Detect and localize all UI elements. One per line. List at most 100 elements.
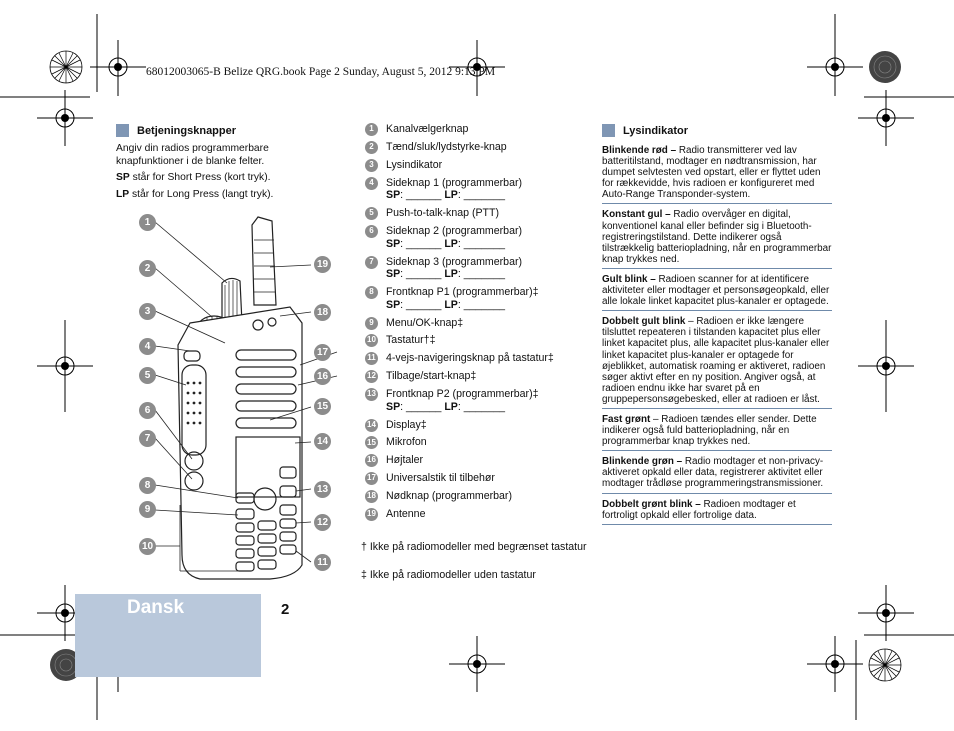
legend-label: Lysindikator (386, 158, 443, 171)
legend-item: 10 Tastatur†‡ (365, 334, 600, 348)
legend-item: 14 Display‡ (365, 418, 600, 432)
legend-number: 19 (365, 508, 378, 521)
radio-illustration (154, 216, 338, 580)
legend-number: 5 (365, 207, 378, 221)
legend-label: Frontknap P1 (programmerbar)‡ (386, 286, 539, 299)
language-tab: Dansk (127, 597, 185, 618)
legend-number: 11 (365, 352, 378, 366)
callout-4: 4 (139, 338, 156, 355)
indicator-text: – Radioen er ikke længere tilsluttet rep… (602, 316, 830, 405)
legend-number: 17 (365, 472, 378, 486)
indicator-term: Dobbelt gult blink (602, 316, 686, 328)
legend-number: 12 (365, 370, 378, 384)
legend-label: Nødknap (programmerbar) (386, 490, 512, 503)
indicator-entries: Blinkende rød – Radio transmitterer ved … (602, 143, 832, 525)
indicator-section-title: Lysindikator (602, 124, 832, 137)
indicator-term: Gult blink – (602, 273, 656, 285)
lp-explanation: LP står for Long Press (langt tryk). (116, 188, 274, 200)
footnote-ddagger: ‡ Ikke på radiomodeller uden tastatur (361, 569, 536, 581)
legend-item: 19 Antenne (365, 508, 600, 521)
legend-number: 4 (365, 176, 378, 190)
sp-lp-blanks: SP: ______ LP: _______ (386, 189, 506, 202)
legend-label: Kanalvælgerknap (386, 123, 469, 135)
legend-label: Antenne (386, 508, 426, 520)
legend-label: Tænd/sluk/lydstyrke-knap (386, 140, 507, 153)
indicator-text: Radioen scanner for at identificere akti… (602, 273, 830, 308)
legend-number: 18 (365, 490, 378, 504)
indicator-entry: Fast grønt – Radioen tændes eller sender… (602, 412, 832, 452)
callout-18: 18 (314, 304, 331, 321)
legend-item: 1 Kanalvælgerknap (365, 123, 600, 136)
legend-number: 16 (365, 454, 378, 468)
indicator-section: Lysindikator Blinkende rød – Radio trans… (602, 124, 832, 528)
indicator-entry: Gult blink – Radioen scanner for at iden… (602, 272, 832, 312)
legend-label: Display‡ (386, 418, 427, 431)
indicator-term: Blinkende rød – (602, 145, 677, 156)
legend-number: 7 (365, 255, 378, 269)
legend-label: Sideknap 1 (programmerbar) (386, 176, 523, 189)
callout-10: 10 (139, 538, 156, 555)
callout-16: 16 (314, 368, 331, 385)
legend-number: 3 (365, 158, 378, 172)
legend-number: 1 (365, 123, 378, 136)
legend-number: 6 (365, 225, 378, 239)
indicator-entry: Dobbelt gult blink – Radioen er ikke læn… (602, 314, 832, 409)
language-tab-bg (75, 594, 261, 677)
sp-lp-blanks: SP: ______ LP: _______ (386, 237, 506, 250)
legend-item: 18 Nødknap (programmerbar) (365, 490, 600, 504)
legend-number: 2 (365, 140, 378, 154)
sp-lp-blanks: SP: ______ LP: _______ (386, 400, 506, 413)
legend-number: 9 (365, 316, 378, 330)
buttons-section-title: Betjeningsknapper (116, 124, 316, 137)
legend-item: 6 Sideknap 2 (programmerbar)SP: ______ LP… (365, 225, 600, 251)
legend-item: 2 Tænd/sluk/lydstyrke-knap (365, 140, 600, 154)
callout-5: 5 (139, 367, 156, 384)
print-header: 68012003065-B Belize QRG.book Page 2 Sun… (146, 66, 496, 78)
legend-item: 8 Frontknap P1 (programmerbar)‡SP: ______… (365, 286, 600, 312)
indicator-term: Konstant gul – (602, 209, 671, 221)
legend-number: 13 (365, 388, 378, 402)
indicator-entry: Dobbelt grønt blink – Radioen modtager e… (602, 497, 832, 525)
indicator-text: Radio overvåger en digital, konventionel… (602, 209, 832, 265)
callout-13: 13 (314, 481, 331, 498)
callout-15: 15 (314, 398, 331, 415)
callout-2: 2 (139, 260, 156, 277)
callout-3: 3 (139, 303, 156, 320)
sp-explanation: SP står for Short Press (kort tryk). (116, 172, 271, 184)
legend-number: 15 (365, 436, 378, 450)
legend-label: 4-vejs-navigeringsknap på tastatur‡ (386, 352, 554, 365)
legend-item: 13 Frontknap P2 (programmerbar)‡SP: _____… (365, 388, 600, 414)
buttons-intro: Angiv din radios programmerbare knapfunk… (116, 143, 269, 167)
indicator-entry: Konstant gul – Radio overvåger en digita… (602, 207, 832, 269)
legend-number: 8 (365, 286, 378, 300)
legend-item: 5 Push-to-talk-knap (PTT) (365, 207, 600, 221)
legend-label: Tilbage/start-knap‡ (386, 370, 477, 383)
sp-lp-blanks: SP: ______ LP: _______ (386, 268, 506, 281)
section-marker-icon (602, 124, 615, 137)
legend-label: Sideknap 2 (programmerbar) (386, 225, 523, 238)
legend-number: 10 (365, 334, 378, 348)
legend-item: 3 Lysindikator (365, 158, 600, 172)
legend-number: 14 (365, 418, 378, 432)
callout-19: 19 (314, 256, 331, 273)
callout-8: 8 (139, 477, 156, 494)
indicator-entry: Blinkende grøn – Radio modtager et non-p… (602, 454, 832, 494)
legend-label: Frontknap P2 (programmerbar)‡ (386, 388, 539, 401)
legend-label: Universalstik til tilbehør (386, 472, 495, 485)
legend-label: Menu/OK-knap‡ (386, 316, 464, 329)
legend-label: Push-to-talk-knap (PTT) (386, 207, 500, 220)
callout-1: 1 (139, 214, 156, 231)
section-marker-icon (116, 124, 129, 137)
callout-7: 7 (139, 430, 156, 447)
legend-label: Tastatur†‡ (386, 334, 436, 347)
legend-item: 12 Tilbage/start-knap‡ (365, 370, 600, 384)
indicator-text: Radioen modtager et fortroligt opkald el… (602, 498, 796, 521)
buttons-section: Betjeningsknapper Angiv din radios progr… (116, 124, 316, 201)
indicator-entry: Blinkende rød – Radio transmitterer ved … (602, 143, 832, 205)
page-number: 2 (281, 601, 290, 618)
legend-label: Sideknap 3 (programmerbar) (386, 255, 523, 268)
sp-lp-blanks: SP: ______ LP: _______ (386, 298, 506, 311)
indicator-term: Dobbelt grønt blink – (602, 498, 701, 510)
